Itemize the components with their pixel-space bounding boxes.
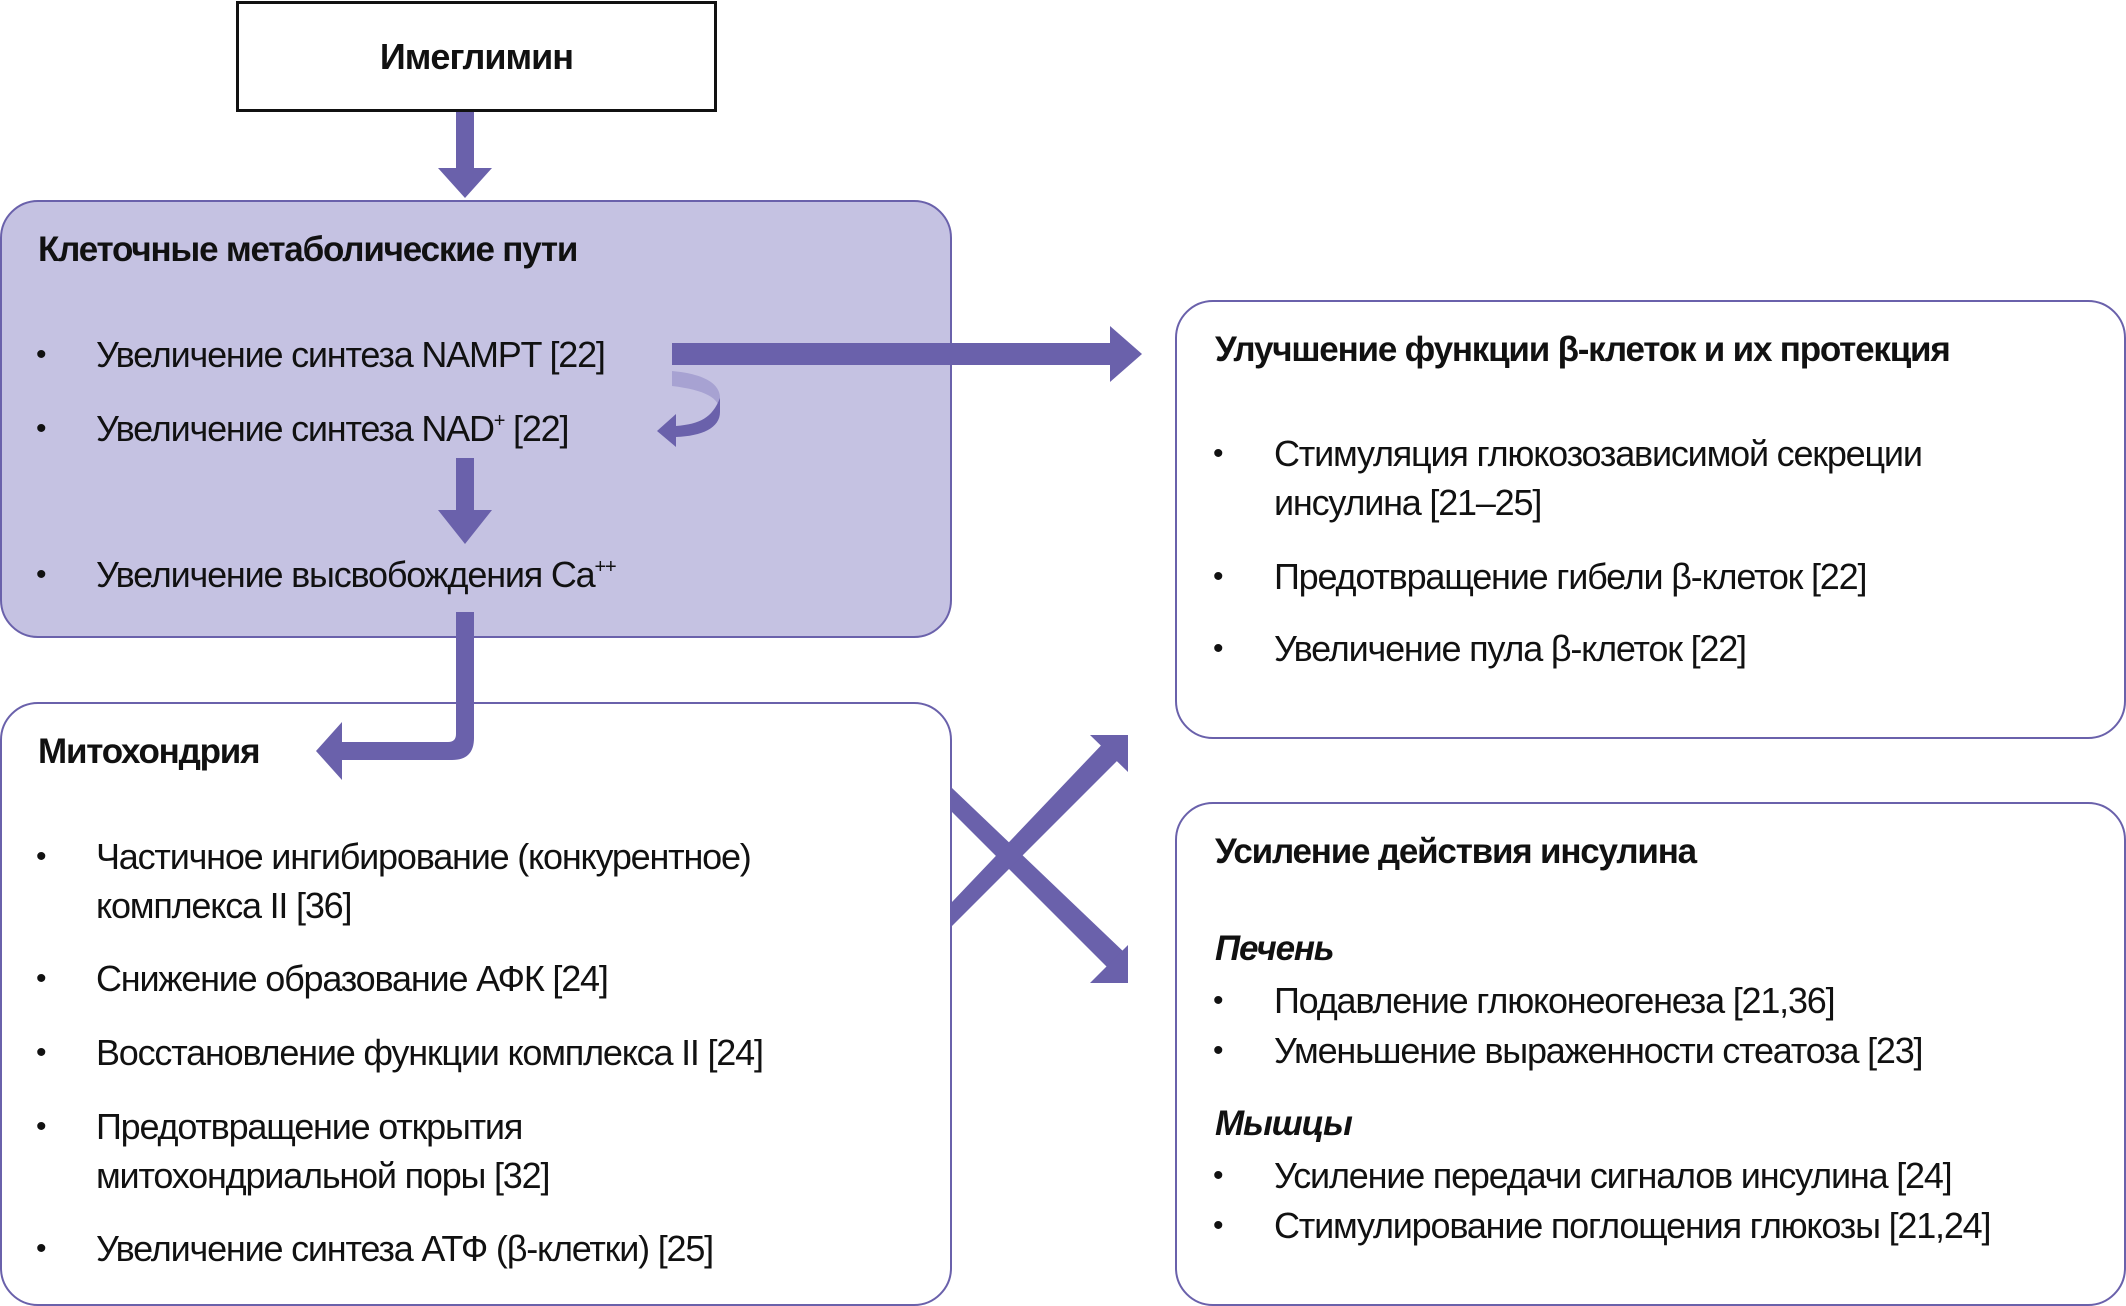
item-line: комплекса II [36] — [96, 885, 352, 926]
list-item: Частичное ингибирование (конкурентное) к… — [96, 832, 752, 930]
insulin-action-box: Усиление действия инсулина Печень • Пода… — [1175, 802, 2126, 1306]
list-item: Увеличение высвобождения Ca++ — [96, 550, 617, 599]
arrow-down-icon — [438, 112, 492, 198]
bullet: • — [1213, 984, 1224, 1017]
bullet: • — [1213, 1209, 1224, 1242]
superscript: ++ — [594, 556, 617, 578]
list-item: Увеличение синтеза АТФ (β-клетки) [25] — [96, 1228, 714, 1269]
bullet: • — [36, 558, 47, 591]
list-item: Увеличение синтеза NAMPT [22] — [96, 334, 606, 375]
liver-heading: Печень — [1215, 929, 1335, 968]
list-item: Подавление глюконеогенеза [21,36] — [1274, 980, 1836, 1021]
bullet: • — [36, 338, 47, 371]
superscript: + — [493, 410, 506, 432]
item-text: Увеличение синтеза NAD — [96, 408, 495, 449]
list-item: Стимулирование поглощения глюкозы [21,24… — [1274, 1205, 1991, 1246]
bullet: • — [36, 412, 47, 445]
bullet: • — [36, 1232, 47, 1265]
bullet: • — [1213, 560, 1224, 593]
list-item: Снижение образование АФК [24] — [96, 958, 609, 999]
cellular-pathways-box: Клеточные метаболические пути • Увеличен… — [0, 200, 952, 638]
cross-arrows-icon — [952, 735, 1128, 983]
item-line: Предотвращение открытия — [96, 1106, 523, 1147]
list-item: Увеличение пула β-клеток [22] — [1274, 628, 1747, 669]
imeglimin-label: Имеглимин — [379, 35, 574, 77]
beta-cell-title: Улучшение функции β-клеток и их протекци… — [1215, 330, 1951, 369]
list-item: Увеличение синтеза NAD+ [22] — [96, 404, 569, 453]
list-item: Восстановление функции комплекса II [24] — [96, 1032, 764, 1073]
imeglimin-box: Имеглимин — [236, 1, 717, 112]
item-line: митохондриальной поры [32] — [96, 1155, 550, 1196]
bullet: • — [36, 1110, 47, 1143]
list-item: Предотвращение гибели β-клеток [22] — [1274, 556, 1867, 597]
cellular-pathways-title: Клеточные метаболические пути — [38, 230, 578, 269]
list-item: Предотвращение открытия митохондриальной… — [96, 1102, 550, 1200]
item-line: инсулина [21–25] — [1274, 482, 1542, 523]
item-text: [22] — [504, 408, 569, 449]
mitochondria-title: Митохондрия — [38, 732, 261, 771]
list-item: Усиление передачи сигналов инсулина [24] — [1274, 1155, 1953, 1196]
item-text: Увеличение высвобождения Ca — [96, 554, 596, 595]
insulin-action-title: Усиление действия инсулина — [1215, 832, 1697, 871]
bullet: • — [36, 962, 47, 995]
bullet: • — [36, 1036, 47, 1069]
muscle-heading: Мышцы — [1215, 1104, 1353, 1143]
list-item: Стимуляция глюкозозависимой секреции инс… — [1274, 429, 1923, 527]
bullet: • — [1213, 1159, 1224, 1192]
bullet: • — [1213, 632, 1224, 665]
bullet: • — [36, 840, 47, 873]
item-line: Частичное ингибирование (конкурентное) — [96, 836, 752, 877]
bullet: • — [1213, 1034, 1224, 1067]
item-line: Стимуляция глюкозозависимой секреции — [1274, 433, 1923, 474]
mitochondria-box: Митохондрия • Частичное ингибирование (к… — [0, 702, 952, 1306]
list-item: Уменьшение выраженности стеатоза [23] — [1274, 1030, 1924, 1071]
bullet: • — [1213, 437, 1224, 470]
beta-cell-box: Улучшение функции β-клеток и их протекци… — [1175, 300, 2126, 739]
